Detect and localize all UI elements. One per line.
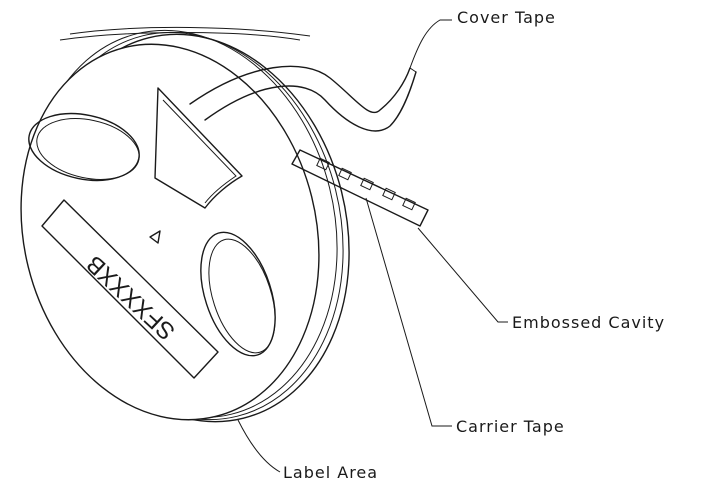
reel-flange-front bbox=[0, 12, 358, 451]
label-area-label: Label Area bbox=[283, 463, 378, 482]
leader-carrier-tape bbox=[366, 198, 452, 426]
cover-tape-label: Cover Tape bbox=[457, 8, 556, 27]
leader-cover-tape bbox=[410, 20, 452, 68]
leader-label-area bbox=[238, 420, 280, 472]
embossed-cavity-label: Embossed Cavity bbox=[512, 313, 665, 332]
carrier-tape-label: Carrier Tape bbox=[456, 417, 565, 436]
leader-embossed-cavity bbox=[418, 228, 508, 322]
